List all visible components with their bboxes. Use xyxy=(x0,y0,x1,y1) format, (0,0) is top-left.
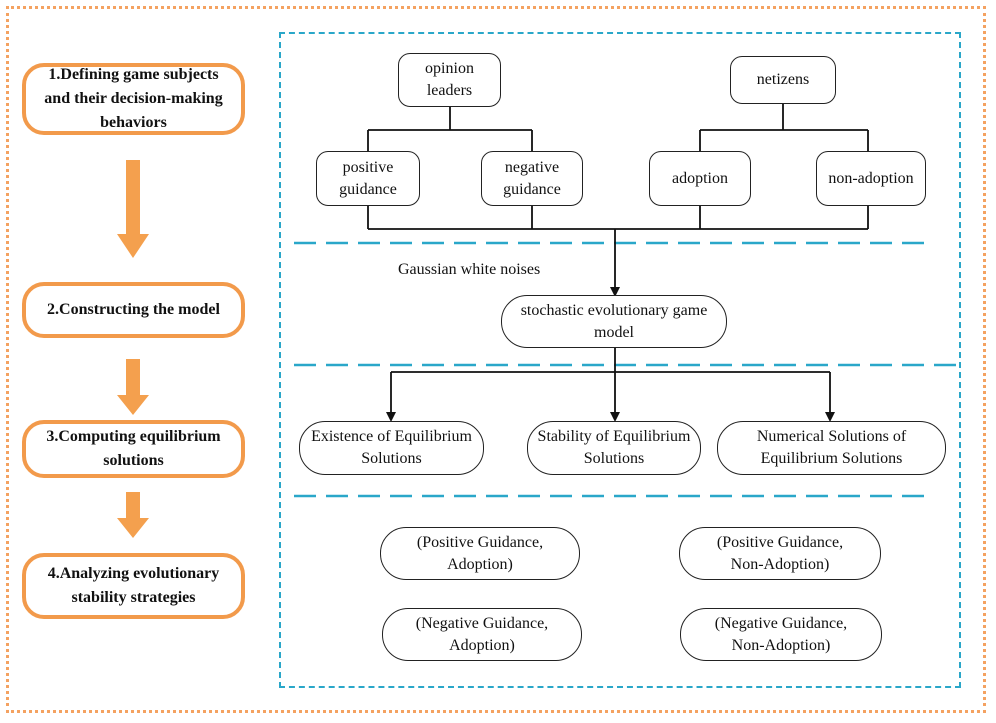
positive-guidance-label: positive guidance xyxy=(339,158,397,198)
node-existence-solutions: Existence of Equilibrium Solutions xyxy=(299,421,484,475)
node-strategy-pos-nonadopt: (Positive Guidance, Non-Adoption) xyxy=(679,527,881,580)
flow-arrow-1 xyxy=(117,160,149,258)
stability-label: Stability of Equilibrium Solutions xyxy=(537,428,691,467)
step-2-label: 2.Constructing the model xyxy=(47,301,220,318)
step-construct-model: 2.Constructing the model xyxy=(22,282,245,338)
node-strategy-pos-adopt: (Positive Guidance, Adoption) xyxy=(380,527,580,580)
step-define-subjects: 1.Defining game subjects and their decis… xyxy=(22,63,245,135)
node-stability-solutions: Stability of Equilibrium Solutions xyxy=(527,421,701,475)
adoption-label: adoption xyxy=(672,169,728,187)
step-1-label: 1.Defining game subjects and their decis… xyxy=(44,66,223,131)
opinion-leaders-label: opinion leaders xyxy=(425,60,474,99)
negative-guidance-label: negative guidance xyxy=(503,158,561,198)
flow-arrows xyxy=(117,160,149,538)
node-adoption: adoption xyxy=(649,151,751,206)
existence-label: Existence of Equilibrium Solutions xyxy=(311,428,472,467)
strategy-neg-adopt-label: (Negative Guidance, Adoption) xyxy=(415,614,549,654)
node-stochastic-model: stochastic evolutionary game model xyxy=(501,295,727,348)
non-adoption-label: non-adoption xyxy=(828,169,914,187)
node-strategy-neg-nonadopt: (Negative Guidance, Non-Adoption) xyxy=(680,608,882,661)
strategy-pos-nonadopt-label: (Positive Guidance, Non-Adoption) xyxy=(716,533,844,573)
model-label: stochastic evolutionary game model xyxy=(520,301,708,341)
strategy-neg-nonadopt-label: (Negative Guidance, Non-Adoption) xyxy=(714,614,848,654)
step-4-label: 4.Analyzing evolutionary stability strat… xyxy=(47,565,220,606)
node-negative-guidance: negative guidance xyxy=(481,151,583,206)
node-non-adoption: non-adoption xyxy=(816,151,926,206)
inner-dashed-frame xyxy=(279,32,961,688)
outer-dotted-frame xyxy=(6,6,986,713)
node-positive-guidance: positive guidance xyxy=(316,151,420,206)
step-compute-equilibrium: 3.Computing equilibrium solutions xyxy=(22,420,245,478)
strategy-pos-adopt-label: (Positive Guidance, Adoption) xyxy=(416,533,544,573)
node-numerical-solutions: Numerical Solutions of Equilibrium Solut… xyxy=(717,421,946,475)
step-3-label: 3.Computing equilibrium solutions xyxy=(46,428,221,469)
flow-arrow-2 xyxy=(117,359,149,415)
step-analyze-strategies: 4.Analyzing evolutionary stability strat… xyxy=(22,553,245,619)
node-netizens: netizens xyxy=(730,56,836,104)
flow-arrow-3 xyxy=(117,492,149,538)
node-strategy-neg-adopt: (Negative Guidance, Adoption) xyxy=(382,608,582,661)
gaussian-noise-label: Gaussian white noises xyxy=(398,261,541,278)
numerical-label: Numerical Solutions of Equilibrium Solut… xyxy=(756,428,907,467)
netizens-label: netizens xyxy=(756,71,810,88)
node-opinion-leaders: opinion leaders xyxy=(398,53,501,107)
